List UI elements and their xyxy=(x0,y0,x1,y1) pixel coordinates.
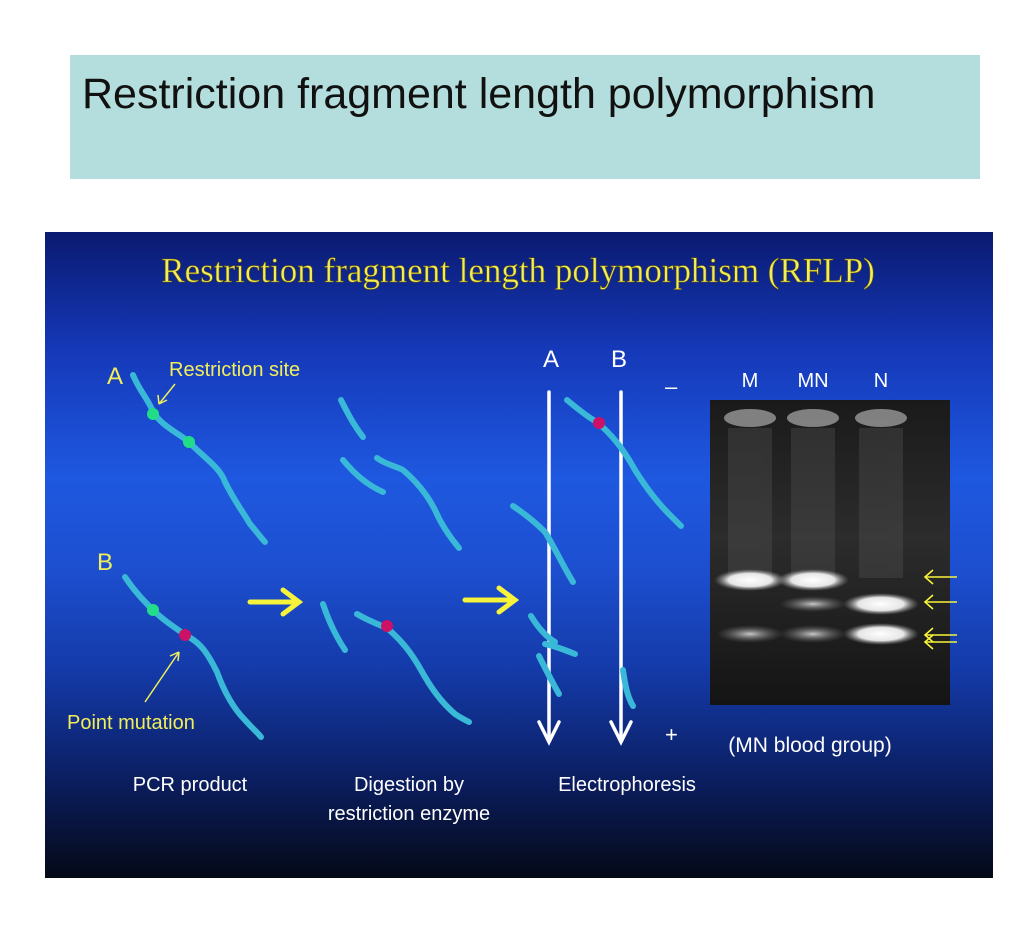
mutation-dot xyxy=(179,629,191,641)
band-pointer-arrows xyxy=(923,569,957,650)
gel-caption: (MN blood group) xyxy=(728,734,891,757)
step-digest-label-2: restriction enzyme xyxy=(328,803,490,825)
restriction-site-dot xyxy=(183,436,195,448)
digested-fragments xyxy=(320,397,472,725)
step-electrophoresis-label: Electrophoresis xyxy=(558,774,696,796)
step-digest-label-1: Digestion by xyxy=(354,774,464,796)
strand-a xyxy=(130,372,268,545)
gel-image xyxy=(710,400,950,705)
point-mutation-arrowhead xyxy=(169,651,180,662)
rflp-slide: Restriction fragment length polymorphism… xyxy=(45,232,993,878)
label-a: A xyxy=(107,363,123,390)
process-arrow-2 xyxy=(462,585,520,615)
rflp-diagram: Restriction fragment length polymorphism… xyxy=(67,251,957,825)
page-title: Restriction fragment length polymorphism xyxy=(82,70,876,118)
gel-lane-glow xyxy=(728,428,903,578)
process-arrow-1 xyxy=(247,587,304,617)
label-b: B xyxy=(97,549,113,576)
point-mutation-pointer xyxy=(144,651,180,703)
gel-wells xyxy=(724,409,907,427)
gel-lane-n-label: N xyxy=(874,370,888,392)
step-pcr-label: PCR product xyxy=(133,774,248,796)
restriction-site-label: Restriction site xyxy=(169,359,300,381)
point-mutation-label: Point mutation xyxy=(67,712,195,734)
mutation-dot xyxy=(381,620,393,632)
title-banner: Restriction fragment length polymorphism xyxy=(70,55,980,179)
restriction-site-pointer xyxy=(158,383,176,405)
lane-a-label: A xyxy=(543,346,559,373)
restriction-site-dot xyxy=(147,408,159,420)
restriction-site-dot xyxy=(147,604,159,616)
gel-lane-mn-label: MN xyxy=(797,370,828,392)
migrated-fragments xyxy=(510,397,684,709)
restriction-site-arrowhead xyxy=(157,394,168,405)
plus-electrode: + xyxy=(665,722,678,747)
mutation-dot xyxy=(593,417,605,429)
lane-b-label: B xyxy=(611,346,627,373)
gel-bands xyxy=(714,569,919,645)
slide-heading: Restriction fragment length polymorphism… xyxy=(161,251,875,290)
minus-electrode: – xyxy=(665,374,678,399)
gel-lane-m-label: M xyxy=(742,370,759,392)
